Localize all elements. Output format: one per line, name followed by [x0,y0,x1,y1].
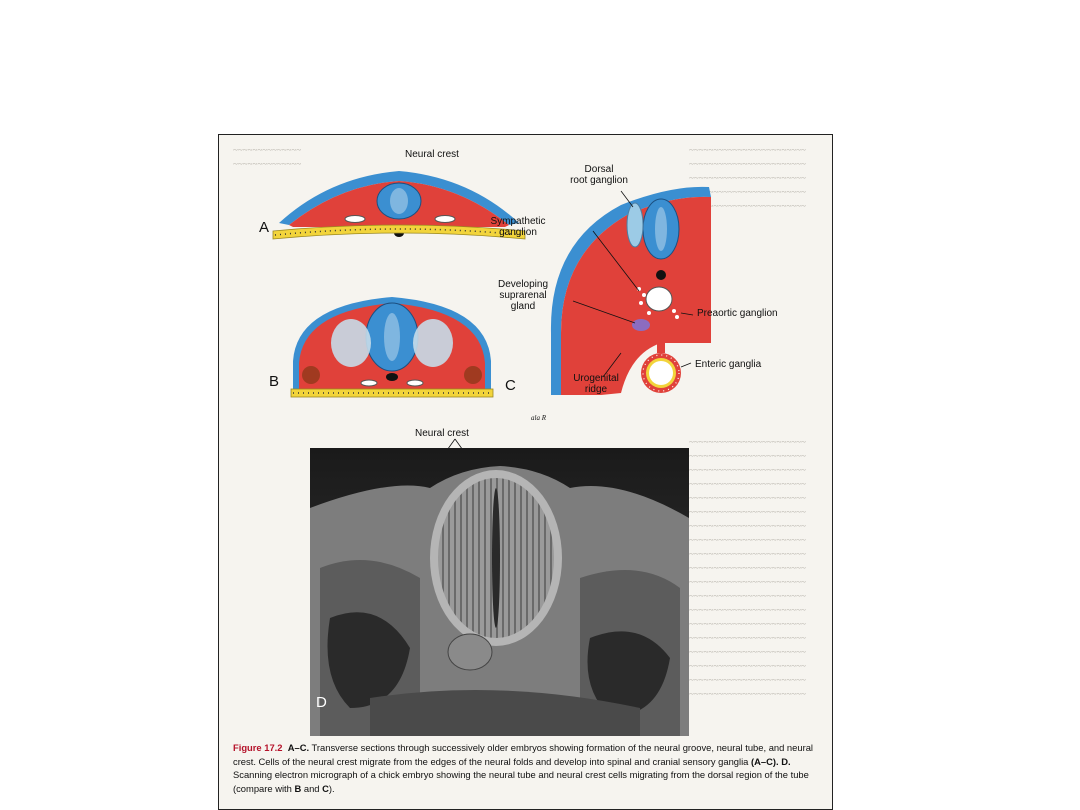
caption-figure-label: Figure 17.2 [233,742,283,753]
label-enteric-ganglia: Enteric ganglia [695,359,762,370]
diagram-c [550,186,711,395]
label-urogenital-ridge: Urogenital ridge [573,373,619,395]
caption-part3-text: Scanning electron micrograph of a chick … [233,769,809,794]
panel-letter-b: B [269,373,280,390]
background-text-right: ~~~~~~~~~~~~~~~~~~~~~~~~~~~~~~~~~~~~~~~~… [689,145,806,211]
caption-ref-b: B [294,782,302,794]
caption-part2-bold: (A–C). [751,755,779,767]
textbook-page-scan: ~~~~~~~~~~~~~~~~~~~~~~~~~~~~~~~~~~~~~~~~… [218,134,833,810]
scanning-electron-micrograph: D [310,448,689,736]
caption-part3-bold: D. [778,755,791,767]
label-dorsal-root-ganglion: Dorsal root ganglion [570,164,628,186]
diagram-b [290,297,494,398]
label-sympathetic-ganglion: Sympathetic ganglion [490,216,546,238]
label-preaortic-ganglion: Preaortic ganglion [697,308,778,319]
label-neural-crest-d: Neural crest [415,428,469,439]
panel-letter-c: C [505,377,516,394]
caption-part1-text: Transverse sections through successively… [233,742,813,767]
diagram-a [272,171,526,240]
panel-letter-a: A [259,219,270,236]
caption-end: ). [328,782,335,794]
label-developing-suprarenal-gland: Developing suprarenal gland [497,279,549,312]
caption-and: and [301,782,323,794]
figure-caption: Figure 17.2 A–C. Transverse sections thr… [233,741,823,795]
label-neural-crest-a: Neural crest [405,149,459,160]
caption-ref-c: C [322,782,329,794]
artist-signature: ala R [531,414,546,422]
background-text-mid: ~~~~~~~~~~~~~~~~~~~~~~~~~~~~~~~~~~~~~~~~… [689,437,806,699]
background-text-left: ~~~~~~~~~~~~~~~~~~~~~~~~~~~~ [233,145,302,169]
panel-letter-d: D [316,694,327,711]
caption-part1-bold: A–C. [287,742,310,753]
